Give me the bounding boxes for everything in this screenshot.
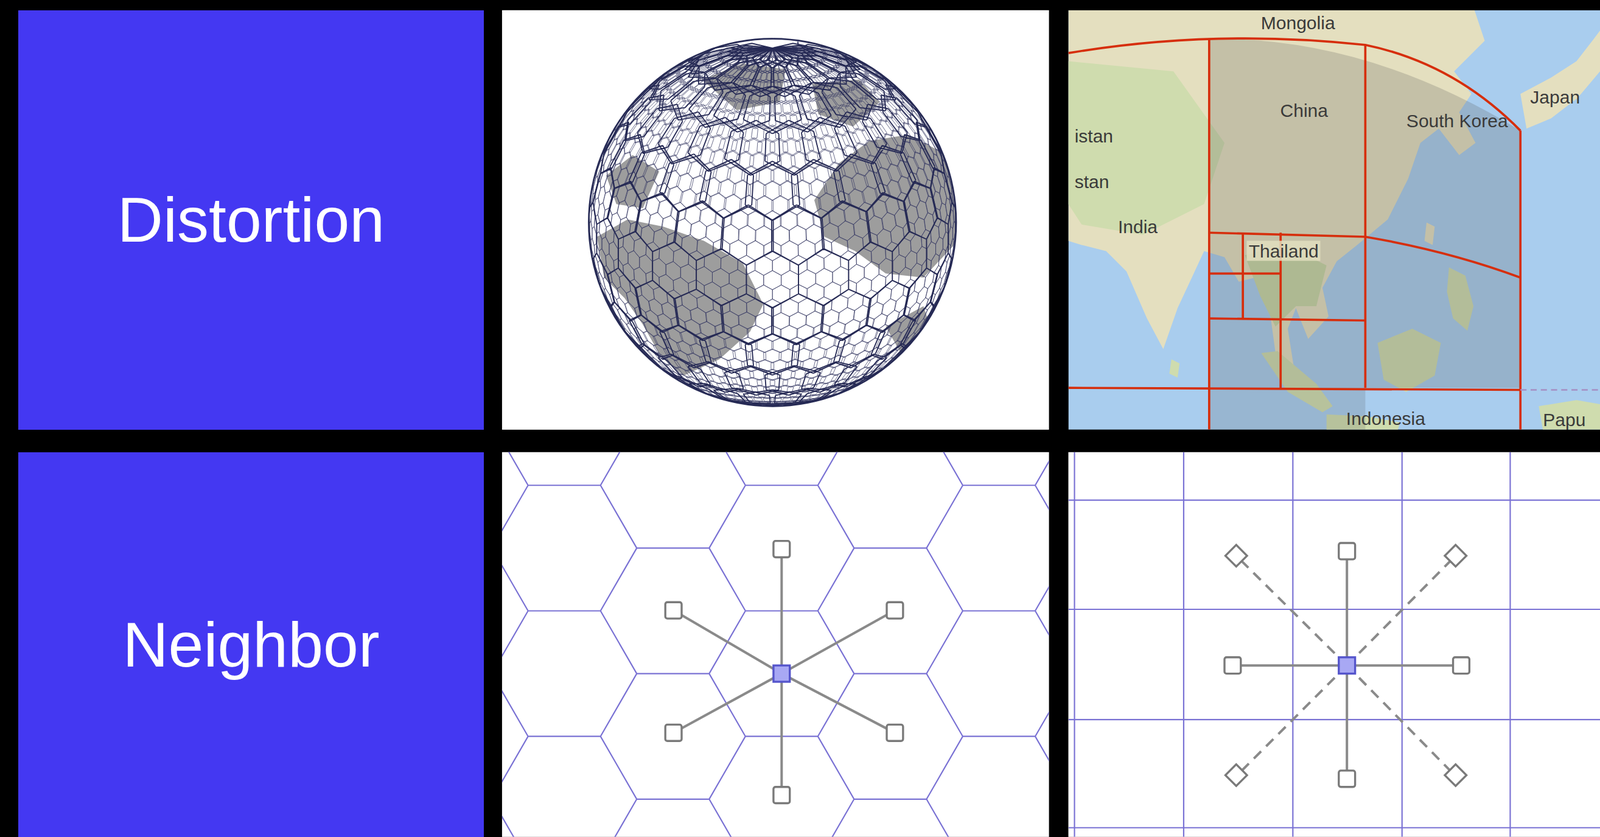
map-label: Indonesia	[1346, 408, 1426, 429]
hex-neighbor-markers	[665, 541, 904, 804]
map-label: stan	[1074, 171, 1110, 192]
grid-center-marker	[1338, 657, 1356, 674]
row-header-text: Neighbor	[122, 608, 380, 682]
row-header-text: Distortion	[117, 183, 385, 257]
row-header-box: Neighbor	[18, 452, 484, 837]
map-label: Mongolia	[1261, 12, 1336, 33]
grid-neighbor-markers	[1224, 542, 1470, 787]
map-label: Papu	[1542, 409, 1586, 430]
hex-panel	[502, 452, 1050, 837]
map-label: China	[1280, 100, 1328, 121]
map-label: istan	[1074, 125, 1114, 146]
map-label: South Korea	[1406, 110, 1509, 131]
square-grid	[1068, 452, 1600, 837]
map	[1068, 10, 1600, 430]
map-label: India	[1117, 216, 1158, 237]
map-label: Thailand	[1247, 241, 1321, 262]
hex-grid	[502, 452, 1050, 837]
sphere-outline	[588, 38, 957, 407]
row-header-box: Distortion	[18, 10, 484, 430]
map-label: Japan	[1530, 87, 1580, 108]
coarse-hex-grid	[589, 41, 956, 406]
grid-neighbor-links	[1232, 550, 1462, 779]
sphere-panel	[502, 10, 1050, 430]
grid-panel	[1068, 452, 1600, 837]
hex-center-marker	[773, 665, 790, 682]
hex-neighbor-links	[673, 548, 896, 795]
